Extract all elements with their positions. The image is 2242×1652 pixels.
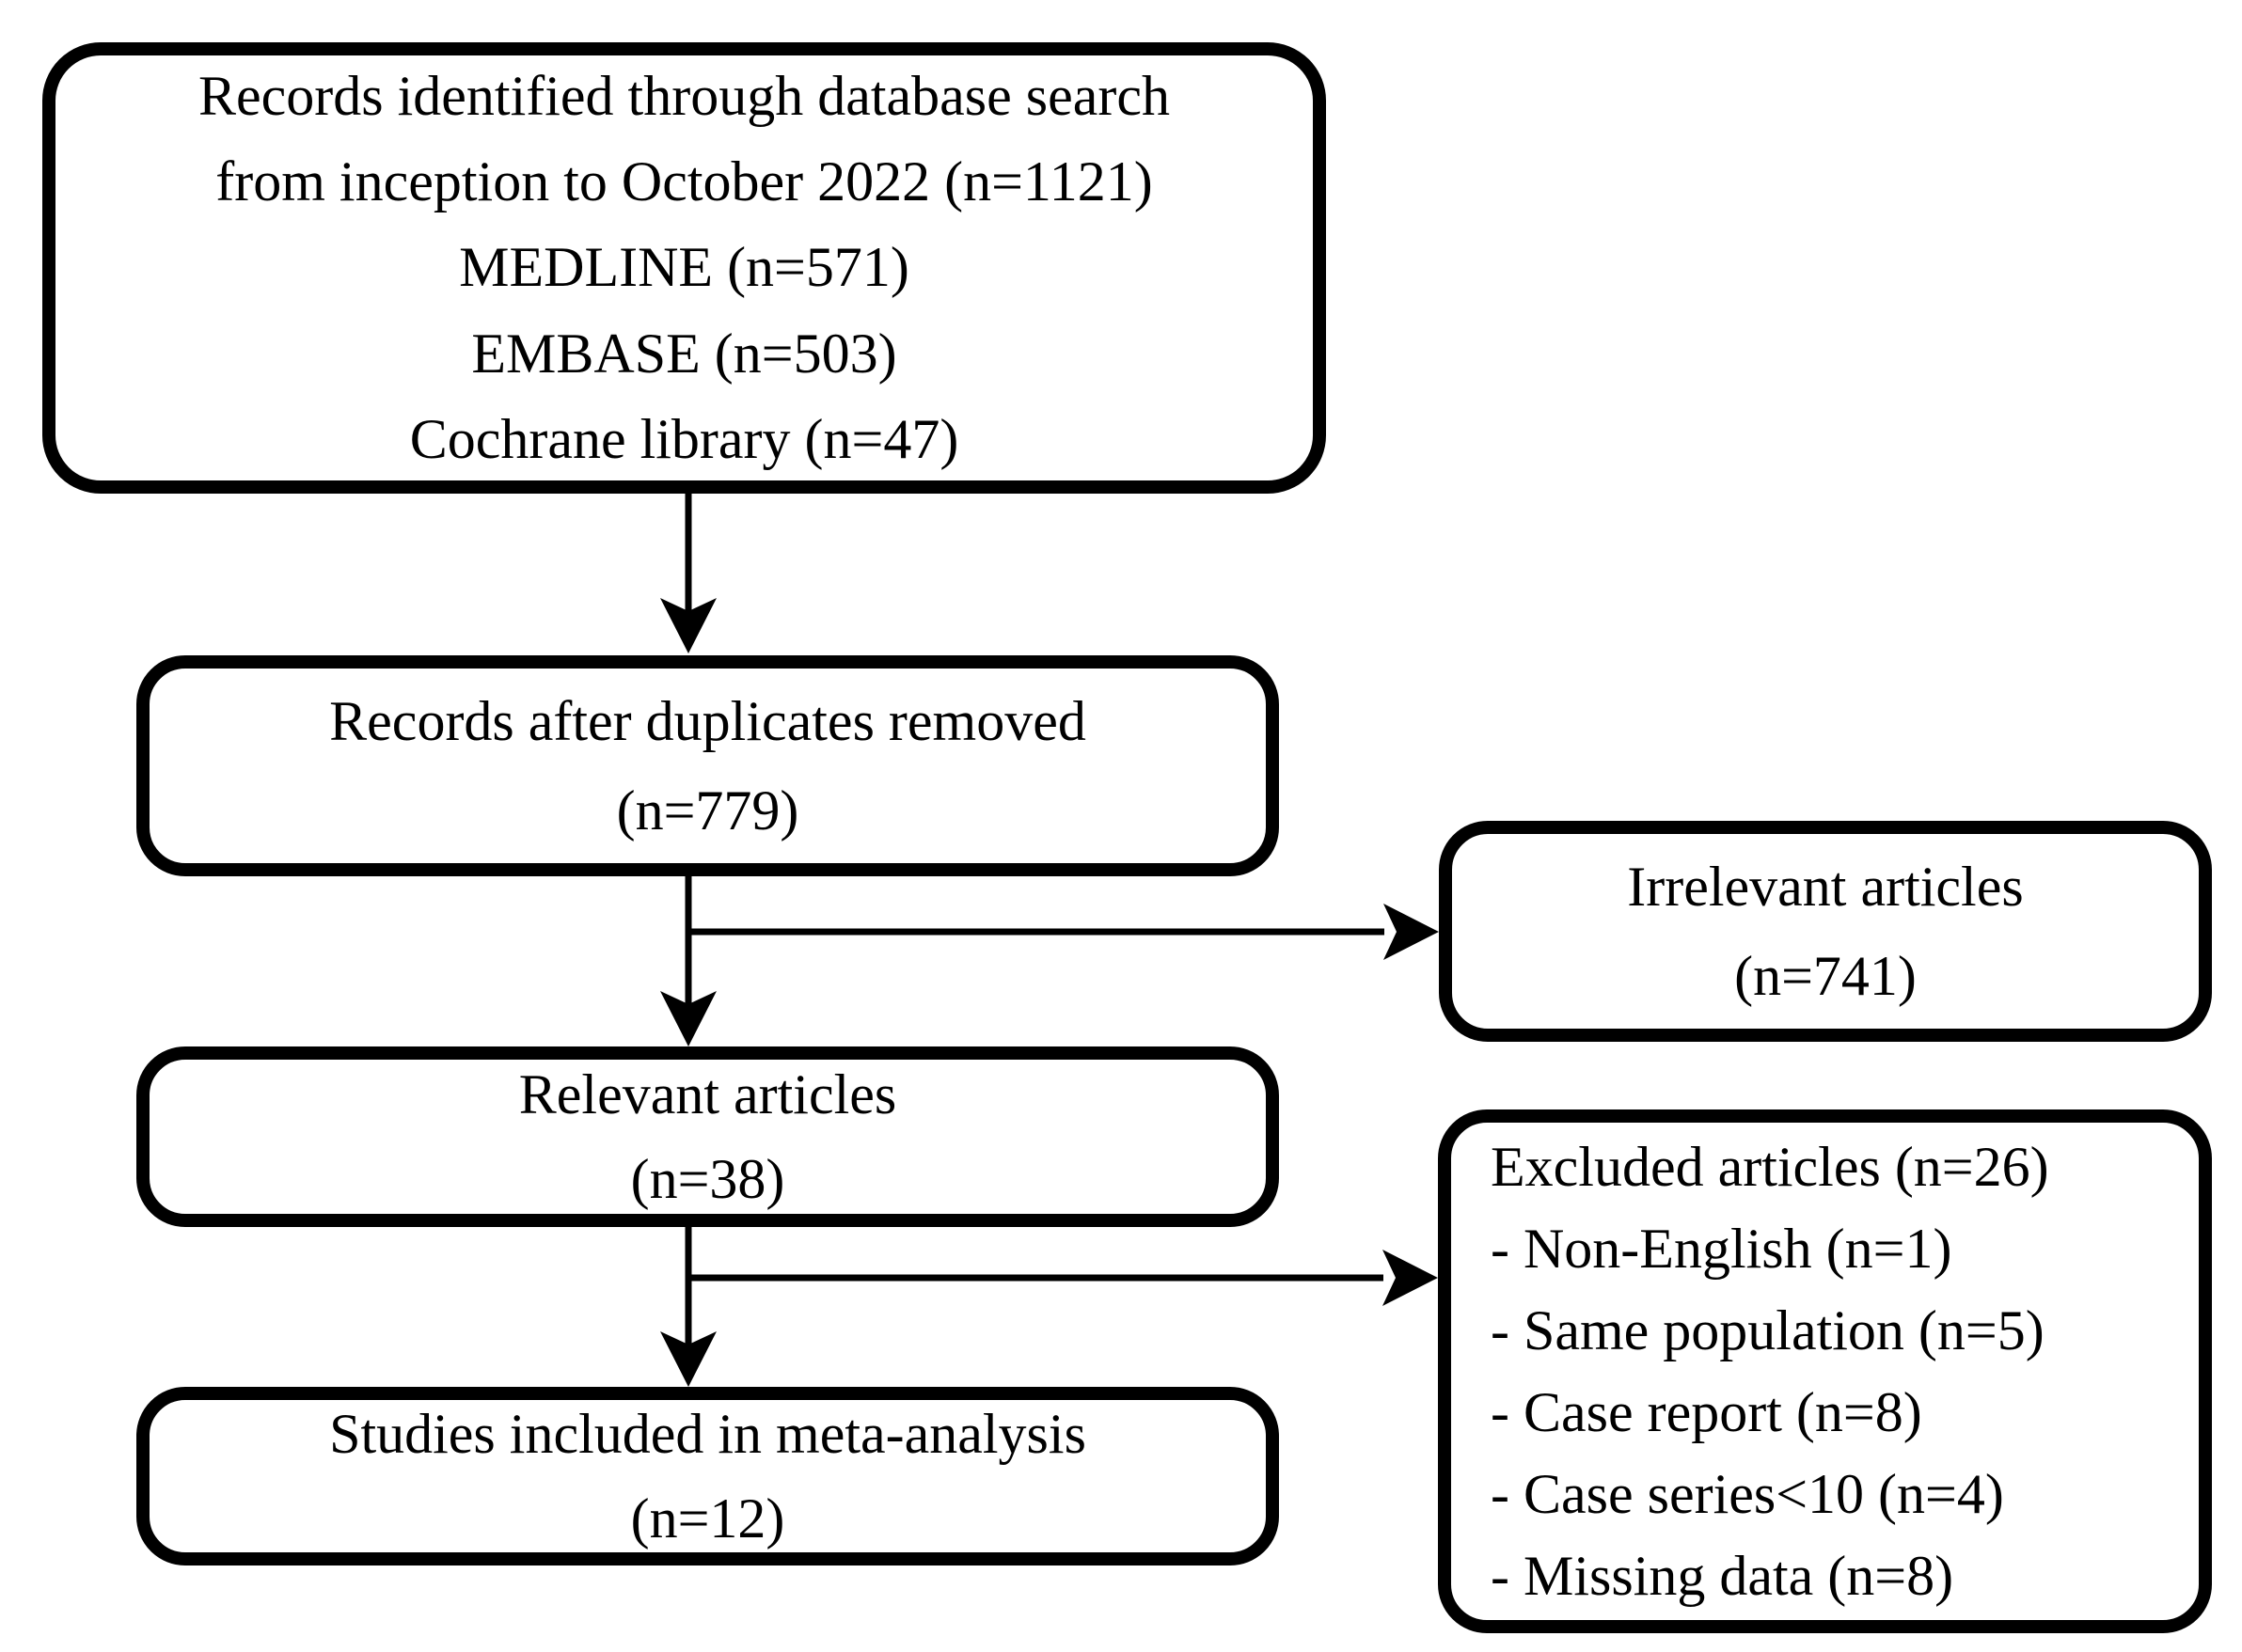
arrow-relevant-to-included <box>660 1227 717 1387</box>
box-included-line: Studies included in meta-analysis <box>329 1403 1086 1465</box>
box-relevant-articles: Relevant articles (n=38) <box>136 1046 1279 1227</box>
box-relevant-count: (n=38) <box>630 1148 785 1210</box>
box-excluded-reason: - Missing data (n=8) <box>1491 1544 1954 1607</box>
box-excluded-title: Excluded articles (n=26) <box>1491 1135 2049 1198</box>
box-included-count: (n=12) <box>630 1487 785 1550</box>
box-records-identified-line: MEDLINE (n=571) <box>459 236 909 299</box>
box-irrelevant-line: Irrelevant articles <box>1627 855 2024 918</box>
box-records-identified: Records identified through database sear… <box>42 42 1326 494</box>
box-records-identified-line: Records identified through database sear… <box>198 65 1170 128</box>
arrow-branch-to-excluded <box>688 1250 1438 1306</box>
box-excluded-reason: - Non-English (n=1) <box>1491 1217 1952 1280</box>
box-studies-included: Studies included in meta-analysis (n=12) <box>136 1387 1279 1565</box>
arrow-identification-to-deduplicated <box>660 494 717 653</box>
box-records-identified-line: EMBASE (n=503) <box>471 322 897 385</box>
arrow-deduplicated-to-relevant <box>660 876 717 1046</box>
box-excluded-reason: - Same population (n=5) <box>1491 1298 2045 1361</box>
box-records-after-duplicates-removed: Records after duplicates removed (n=779) <box>136 655 1279 876</box>
box-excluded-reason: - Case series<10 (n=4) <box>1491 1462 2004 1525</box>
box-records-identified-line: Cochrane library (n=47) <box>409 407 959 470</box>
box-excluded-articles: Excluded articles (n=26) - Non-English (… <box>1438 1109 2212 1633</box>
box-deduplicated-count: (n=779) <box>616 779 799 842</box>
box-irrelevant-count: (n=741) <box>1734 944 1917 1007</box>
box-relevant-line: Relevant articles <box>518 1063 897 1125</box>
box-deduplicated-line: Records after duplicates removed <box>329 689 1086 752</box>
arrow-branch-to-irrelevant <box>688 904 1439 960</box>
box-records-identified-line: from inception to October 2022 (n=1121) <box>215 150 1153 213</box>
box-excluded-reason: - Case report (n=8) <box>1491 1380 1922 1443</box>
box-irrelevant-articles: Irrelevant articles (n=741) <box>1439 821 2212 1042</box>
